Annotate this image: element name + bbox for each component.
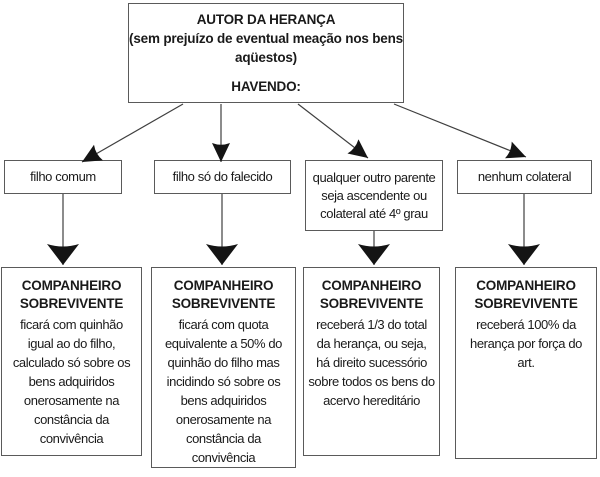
outcome-body: receberá 100% da herança por força do ar… xyxy=(470,317,582,370)
root-box-autor-da-heranca: AUTOR DA HERANÇA (sem prejuízo de eventu… xyxy=(128,3,404,103)
outcome-heading: COMPANHEIRO SOBREVIVENTE xyxy=(319,278,424,311)
condition-box-filho-comum: filho comum xyxy=(4,160,122,194)
outcome-box-2: COMPANHEIRO SOBREVIVENTE ficará com quot… xyxy=(151,267,296,468)
condition-box-qualquer-outro-parente: qualquer outro parente seja ascendente o… xyxy=(305,160,443,231)
outcome-box-4: COMPANHEIRO SOBREVIVENTE receberá 100% d… xyxy=(455,267,597,459)
outcome-heading: COMPANHEIRO SOBREVIVENTE xyxy=(474,278,578,311)
condition-box-nenhum-colateral: nenhum colateral xyxy=(457,160,592,194)
root-havendo-label: HAVENDO: xyxy=(231,79,301,94)
condition-label: qualquer outro parente seja ascendente o… xyxy=(312,169,436,221)
outcome-body: ficará com quota equivalente a 50% do qu… xyxy=(164,317,283,465)
condition-label: filho só do falecido xyxy=(172,169,273,184)
root-title: AUTOR DA HERANÇA xyxy=(196,12,336,27)
outcome-body: receberá 1/3 do total da herança, ou sej… xyxy=(308,317,435,408)
condition-label: filho comum xyxy=(30,169,96,184)
arrow-root-to-condition-1 xyxy=(81,103,184,163)
outcome-box-3: COMPANHEIRO SOBREVIVENTE receberá 1/3 do… xyxy=(303,267,440,456)
outcome-body: ficará com quinhão igual ao do filho, ca… xyxy=(12,317,131,446)
outcome-box-1: COMPANHEIRO SOBREVIVENTE ficará com quin… xyxy=(1,267,142,456)
outcome-heading: COMPANHEIRO SOBREVIVENTE xyxy=(171,278,276,311)
arrow-root-to-condition-3 xyxy=(297,103,369,159)
outcome-heading: COMPANHEIRO SOBREVIVENTE xyxy=(19,278,124,311)
arrow-root-to-condition-4 xyxy=(393,103,527,159)
condition-box-filho-so-do-falecido: filho só do falecido xyxy=(154,160,291,194)
root-subtitle: (sem prejuízo de eventual meação nos ben… xyxy=(129,31,403,65)
condition-label: nenhum colateral xyxy=(477,169,572,184)
